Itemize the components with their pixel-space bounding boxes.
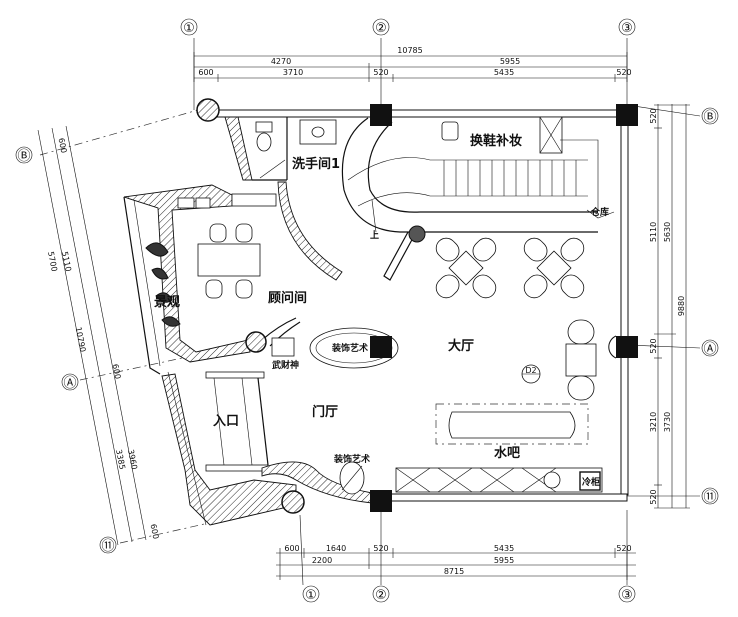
column-top-2 [370,104,392,126]
column-mid-3 [616,336,638,358]
right-dimensions: 520 5110 5630 9880 520 3210 3730 520 [649,104,690,509]
dim-bottom-1640: 1640 [326,544,346,553]
label-foyer: 门厅 [312,404,338,420]
room-labels: 洗手间1 换鞋补妆 仓库 顾问间 景观 大厅 装饰艺术 武财神 入口 门厅 水吧… [154,133,609,488]
dim-top-span1: 4270 [271,57,291,66]
label-decor-art-1: 装饰艺术 [331,342,368,354]
grid-label-3-bottom: ③ [621,588,633,603]
column-bottom-2 [370,490,392,512]
dim-right-5630: 5630 [663,222,672,242]
label-storage: 仓库 [590,206,609,218]
dim-left-600b: 600 [111,363,123,380]
column-round-mid [245,331,267,353]
label-landscape: 景观 [154,295,180,310]
grid-label-1-top: ① [183,21,195,36]
grid-label-2-top: ② [375,21,387,36]
dim-top-total: 10785 [397,46,422,55]
column-top-3 [616,104,638,126]
marker-d2: D2 [521,364,541,384]
label-lobby: 大厅 [448,338,474,354]
landscape-stones [145,242,181,327]
dim-bottom-520b: 520 [616,544,631,553]
consult-furniture [177,193,277,299]
dim-right-3210: 3210 [649,412,658,432]
grid-bubbles: ① ② ③ ① ② ③ Ⓑ Ⓐ ⑪ Ⓑ Ⓐ ⑪ [15,18,719,603]
dim-bottom-520a: 520 [373,544,388,553]
dim-right-520c: 520 [649,489,658,504]
label-wealth-god: 武财神 [272,359,299,371]
washroom-fixtures [255,119,337,179]
label-shoe-makeup: 换鞋补妆 [470,133,522,149]
dim-top-5435: 5435 [494,68,514,77]
water-bar [395,403,603,493]
label-water-bar: 水吧 [494,445,520,461]
top-dimensions: 10785 4270 5955 600 3710 520 5435 520 [193,46,632,82]
dim-left-5110: 5110 [60,251,73,273]
plant-icon [408,225,426,243]
walls [123,109,629,526]
marker-d2-label: D2 [525,366,536,375]
grid-label-b-right: Ⓑ [703,110,716,125]
dim-left-3960: 3960 [126,449,139,471]
dim-bottom-5435: 5435 [494,544,514,553]
dim-right-5110: 5110 [649,222,658,242]
dim-right-520b: 520 [649,338,658,353]
dim-left-600a: 600 [57,137,69,154]
dim-top-520a: 520 [373,68,388,77]
dim-left-5700: 5700 [46,251,59,273]
grid-label-a-left: Ⓐ [63,376,76,391]
label-decor-art-2: 装饰艺术 [333,453,370,465]
grid-label-2-bottom: ② [375,588,387,603]
grid-label-b-left: Ⓑ [17,149,30,164]
bottom-dimensions: 600 1640 520 5435 520 2200 5955 8715 [276,544,636,580]
label-stair-up: 上 [370,229,379,241]
columns [196,98,638,514]
grid-label-1-left: ⑪ [101,539,114,554]
column-round-top [196,98,220,122]
dim-bottom-total: 8715 [444,567,464,576]
dim-top-520b: 520 [616,68,631,77]
dim-bottom-5955: 5955 [494,556,514,565]
dim-top-span2: 5955 [500,57,520,66]
dim-top-3710: 3710 [283,68,303,77]
grid-label-3-top: ③ [621,21,633,36]
staircase [341,116,615,281]
grid-label-a-right: Ⓐ [703,342,716,357]
dim-right-total: 9880 [677,296,686,316]
label-consult: 顾问间 [268,290,307,306]
dim-left-3385: 3385 [114,449,127,471]
dim-bottom-600: 600 [284,544,299,553]
label-entrance: 入口 [213,414,239,429]
left-dimensions: 600 5110 5700 10790 600 3385 3960 600 [37,125,161,546]
dim-bottom-2200: 2200 [312,556,332,565]
dim-left-600c: 600 [149,523,161,540]
decor-art-pedestal [271,327,399,369]
entrance-art [339,461,365,495]
lobby-furniture [408,225,597,401]
dim-right-520a: 520 [649,108,658,123]
dim-top-600: 600 [198,68,213,77]
grid-label-1-bottom: ① [305,588,317,603]
dim-left-total: 10790 [74,326,88,353]
column-round-bottom [281,490,305,514]
dim-right-3730: 3730 [663,412,672,432]
label-cooler: 冷柜 [582,476,600,488]
label-washroom: 洗手间1 [292,156,340,172]
grid-label-1-right: ⑪ [703,490,716,505]
